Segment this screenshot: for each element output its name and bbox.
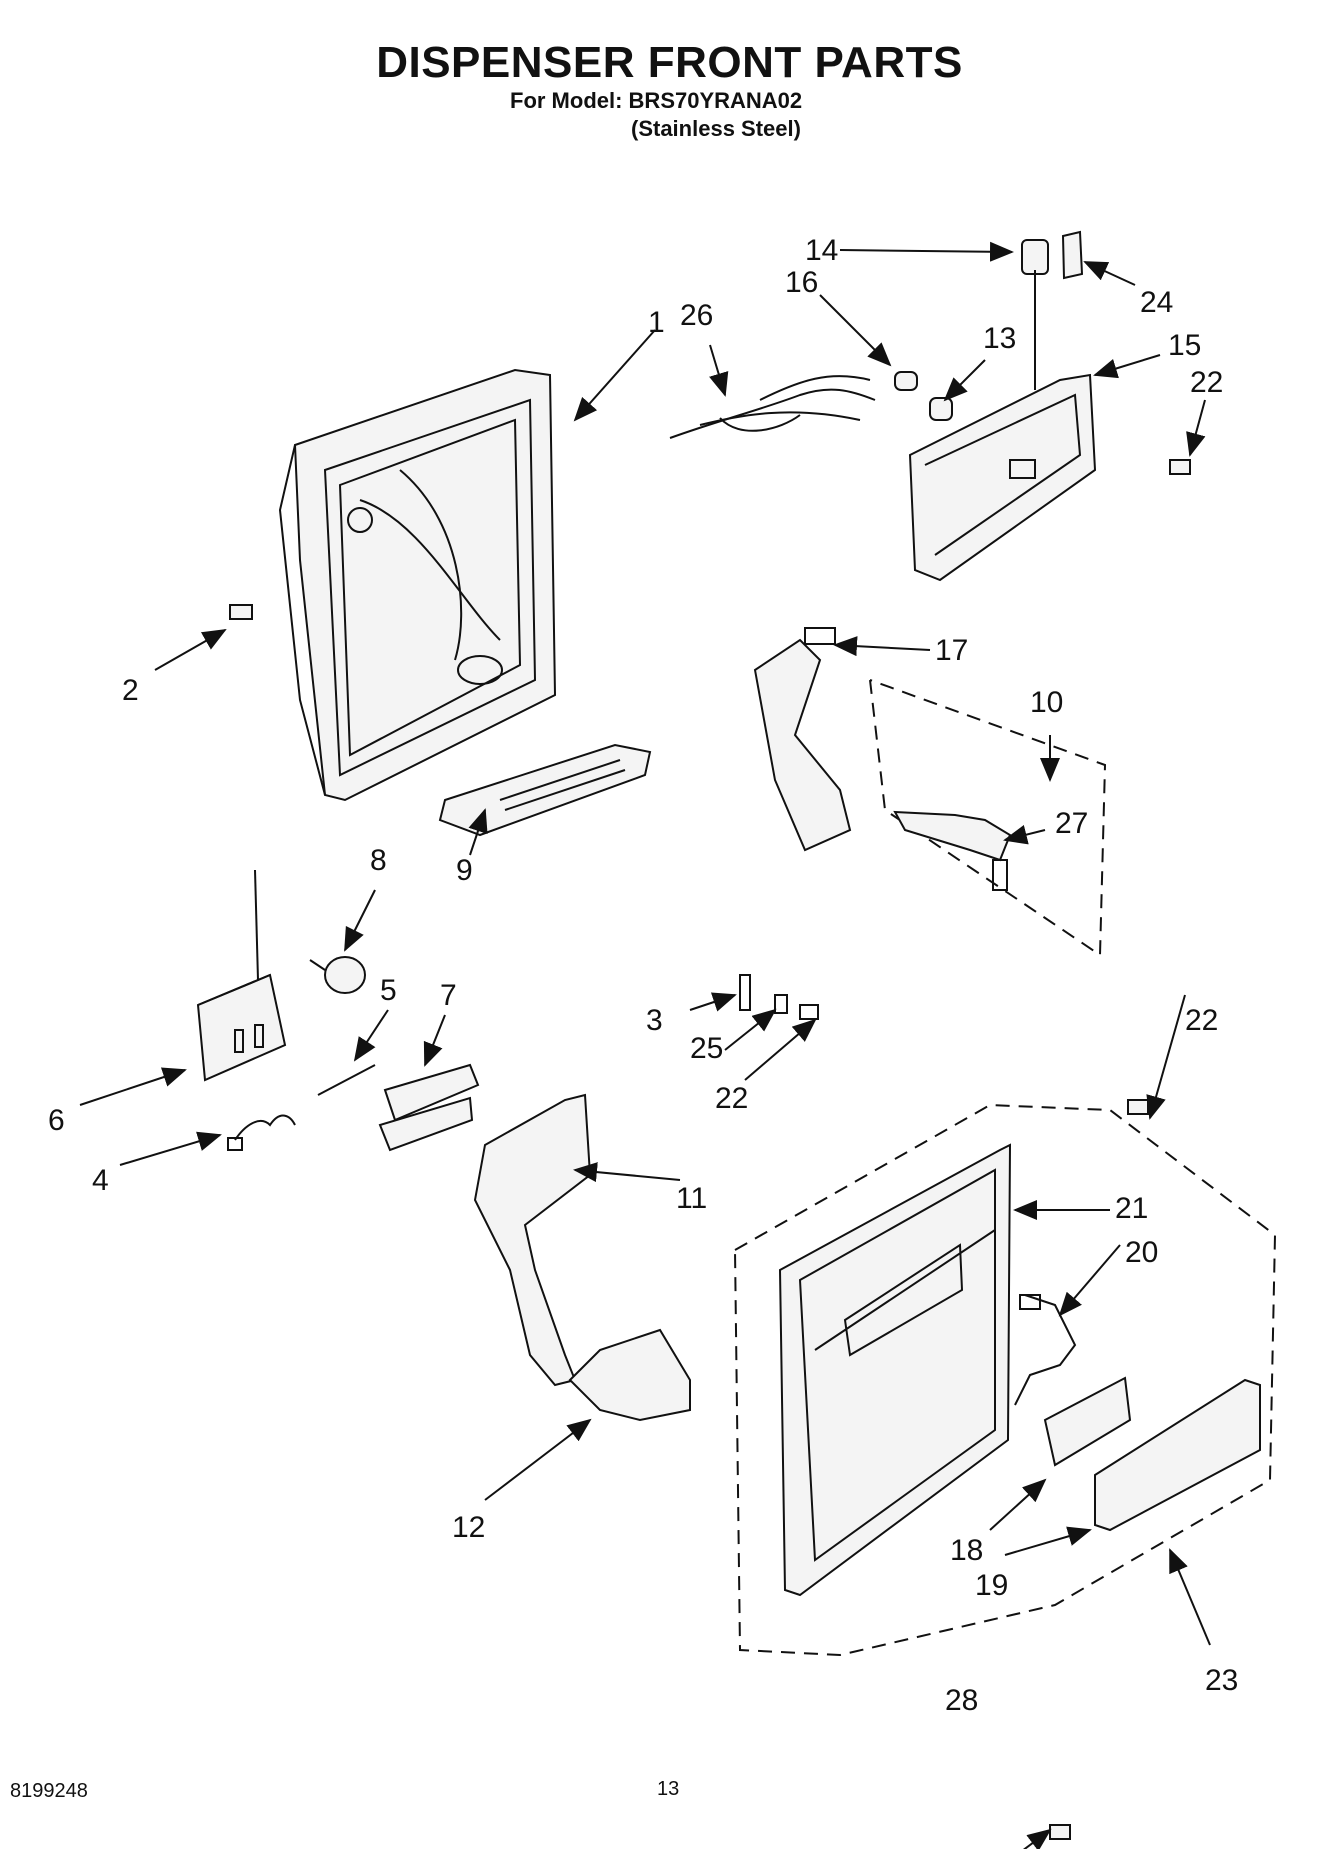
part-switch-top: [1021, 230, 1084, 280]
callout-9: 9: [456, 854, 473, 887]
callout-7: 7: [440, 979, 457, 1012]
callout-19: 19: [975, 1569, 1008, 1602]
part-motor-module: [196, 869, 287, 1082]
page-number: 13: [657, 1778, 680, 1800]
callout-21: 21: [1115, 1192, 1148, 1225]
callout-24: 24: [1140, 286, 1173, 319]
part-drip-tray: [568, 1328, 691, 1422]
callout-27: 27: [1055, 807, 1088, 840]
assembly-outline-23: [734, 1103, 1277, 1657]
part-lamp-socket: [894, 371, 953, 421]
part-switch-assembly: [893, 810, 1012, 891]
part-spring: [227, 1114, 296, 1151]
callout-1: 1: [648, 306, 665, 339]
callout-23: 23: [1205, 1664, 1238, 1697]
callout-22-top: 22: [1190, 366, 1223, 399]
callout-6: 6: [48, 1104, 65, 1137]
callout-4: 4: [92, 1164, 109, 1197]
part-grille: [438, 743, 652, 837]
callout-15: 15: [1168, 329, 1201, 362]
part-clip: [739, 974, 819, 1020]
leader-lines: [79, 241, 1211, 1849]
finish-line: (Stainless Steel): [631, 116, 801, 141]
callout-labels: 1 2 3 4 5 6 7 8 9 10 11 12 13 14 15 16 1…: [48, 234, 1238, 1717]
callout-11: 11: [676, 1182, 707, 1215]
callout-3: 3: [646, 1004, 663, 1037]
part-control-board: [1043, 1376, 1132, 1467]
page-title: DISPENSER FRONT PARTS: [376, 38, 963, 87]
part-bracket: [908, 270, 1097, 582]
part-solenoid: [309, 956, 366, 994]
part-pivot-pin: [317, 1064, 376, 1096]
callout-22-mid: 22: [715, 1082, 748, 1115]
model-line: For Model: BRS70YRANA02: [510, 88, 803, 113]
callout-18: 18: [950, 1534, 983, 1567]
callout-28: 28: [945, 1684, 978, 1717]
callout-12: 12: [452, 1511, 485, 1544]
part-dispenser-frame: [778, 1143, 1012, 1597]
part-pivot-bracket: [378, 1063, 480, 1152]
callout-13: 13: [983, 322, 1016, 355]
callout-10: 10: [1030, 686, 1063, 719]
part-control-panel: [1094, 1378, 1261, 1532]
callout-17: 17: [935, 634, 968, 667]
callout-20: 20: [1125, 1236, 1158, 1269]
screws: [229, 459, 1191, 1840]
part-wire-harness: [669, 375, 876, 439]
callout-8: 8: [370, 844, 387, 877]
callout-26: 26: [680, 299, 713, 332]
callout-16: 16: [785, 266, 818, 299]
callout-25: 25: [690, 1032, 723, 1065]
part-housing: [278, 368, 557, 802]
part-water-actuator: [473, 1093, 592, 1387]
callout-5: 5: [380, 974, 397, 1007]
document-number: 8199248: [10, 1780, 88, 1802]
callout-2: 2: [122, 674, 139, 707]
part-ice-actuator: [753, 627, 852, 852]
part-light-assembly: [1014, 1294, 1077, 1406]
callout-22-right: 22: [1185, 1004, 1218, 1037]
callout-14: 14: [805, 234, 838, 267]
